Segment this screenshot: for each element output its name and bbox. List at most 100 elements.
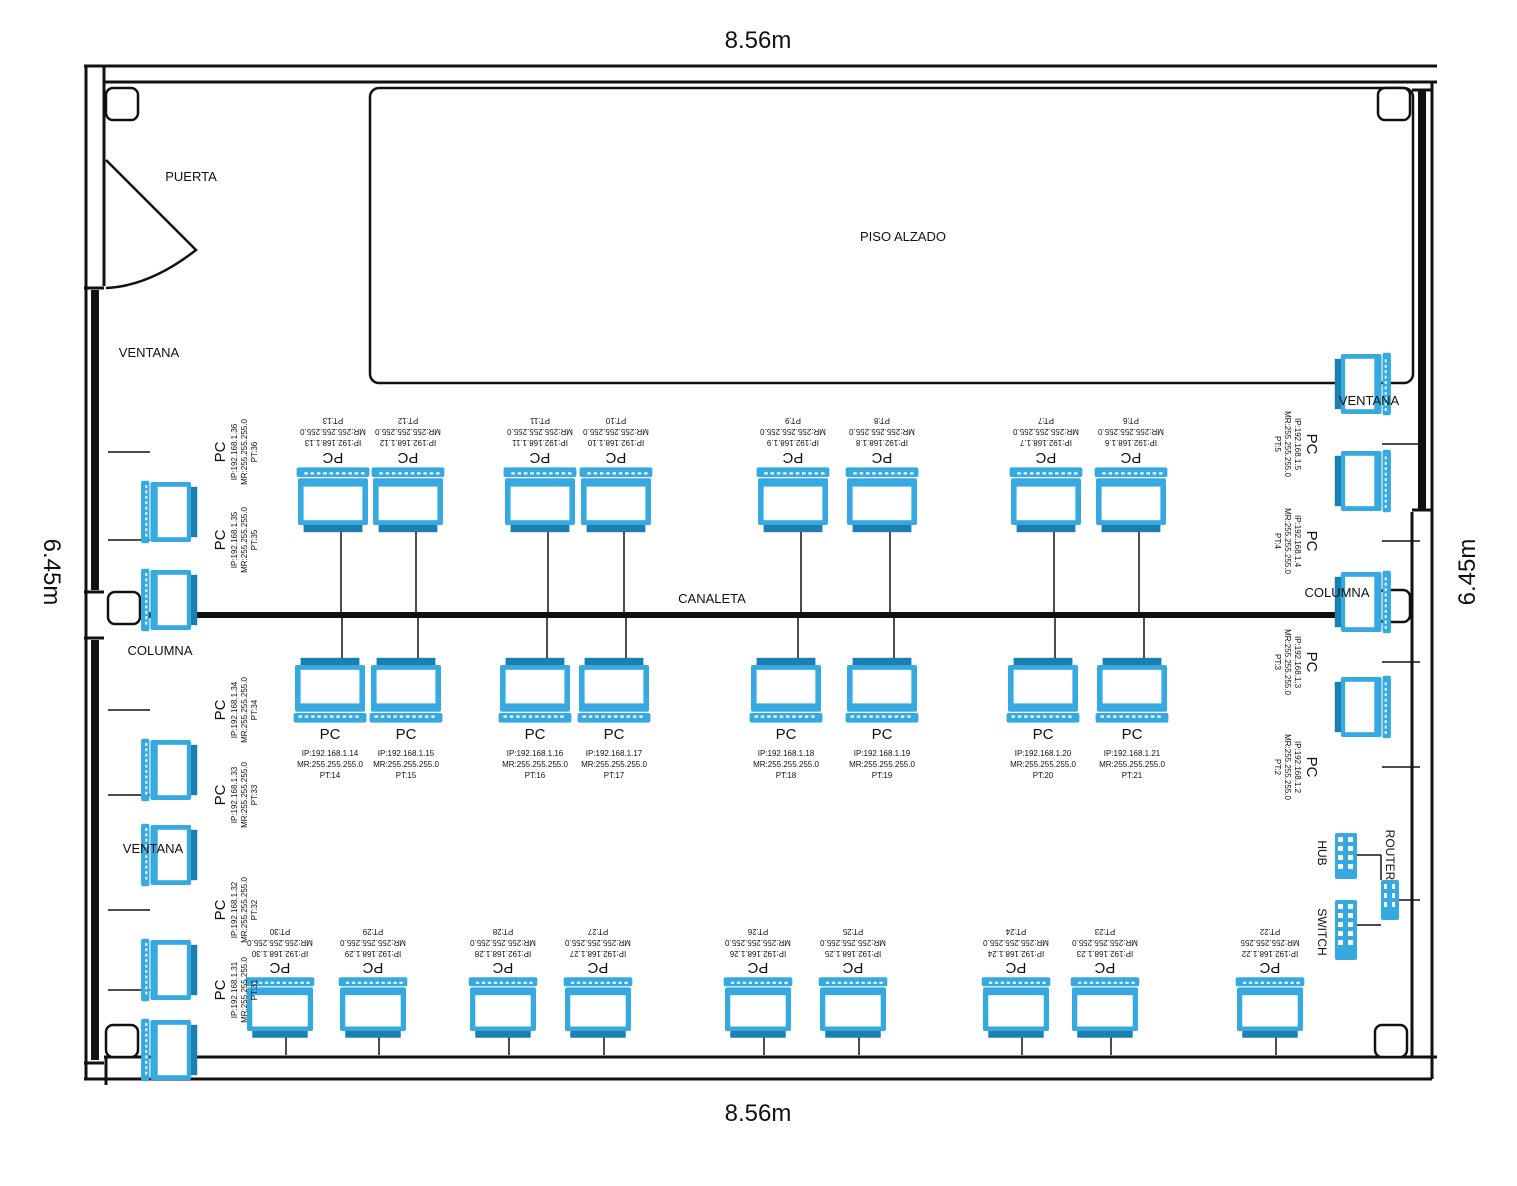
keyboard-key	[1029, 472, 1034, 475]
pc-screen	[1242, 995, 1298, 1027]
keyboard-key	[1296, 981, 1300, 984]
switch-device-port	[1338, 931, 1343, 936]
keyboard-key	[1106, 715, 1111, 718]
pc-keyboard	[1382, 675, 1391, 739]
keyboard-key	[145, 786, 148, 790]
keyboard-key	[1125, 981, 1129, 984]
keyboard-key	[593, 472, 598, 475]
switch-device-port	[1338, 913, 1343, 918]
pc-ip: IP:192.168.1.15	[378, 749, 435, 758]
keyboard-key	[606, 981, 610, 984]
pc-mask: MR:255.255.255.0	[849, 427, 915, 436]
pc-port: PT:2	[1273, 759, 1282, 776]
keyboard-key	[145, 775, 148, 779]
keyboard-key	[1254, 981, 1259, 984]
keyboard-key	[306, 981, 310, 984]
keyboard-key	[786, 715, 790, 718]
keyboard-key	[276, 981, 280, 984]
keyboard-key	[1108, 472, 1113, 475]
keyboard-key	[778, 981, 782, 984]
keyboard-key	[594, 981, 598, 984]
keyboard-key	[270, 981, 275, 984]
pc-mask: MR:255.255.255.0	[375, 427, 441, 436]
pc-screen	[1345, 358, 1375, 410]
pc-port: PT:4	[1273, 533, 1282, 550]
keyboard-key	[795, 472, 800, 475]
pc-label: PC	[212, 529, 229, 550]
keyboard-key	[555, 472, 559, 475]
keyboard-key	[988, 981, 993, 984]
keyboard-key	[825, 981, 830, 984]
keyboard-key	[145, 855, 148, 858]
window-left-bottom	[91, 640, 99, 1060]
switch-device-port	[1348, 913, 1353, 918]
keyboard-key	[1260, 981, 1265, 984]
pc-ip: IP:192.168.1.20	[1015, 749, 1072, 758]
pc-icon	[981, 977, 1051, 1038]
pc-port: PT:28	[492, 927, 513, 936]
pc-label: PC	[747, 959, 768, 976]
keyboard-key	[730, 981, 735, 984]
pc-tower	[1077, 1027, 1133, 1038]
keyboard-key	[1138, 715, 1142, 718]
pc-mask: MR:255.255.255.0	[1099, 760, 1165, 769]
pc-port: PT:8	[873, 416, 890, 425]
pc-mask: MR:255.255.255.0	[340, 938, 406, 947]
keyboard-key	[754, 715, 758, 718]
pc-tower	[300, 657, 360, 669]
keyboard-key	[282, 981, 286, 984]
keyboard-key	[760, 715, 765, 718]
pc-icon	[141, 738, 198, 802]
keyboard-key	[523, 981, 527, 984]
keyboard-key	[145, 753, 148, 757]
raised-floor-label: PISO ALZADO	[860, 229, 946, 244]
keyboard-key	[1036, 472, 1040, 475]
pc-port: PT:17	[604, 771, 625, 780]
keyboard-key	[145, 991, 148, 995]
router-device-port	[1384, 902, 1387, 907]
pc-mask: MR:255.255.255.0	[1283, 411, 1292, 477]
keyboard-key	[1042, 981, 1046, 984]
pc-tower	[852, 657, 912, 669]
switch-device-port	[1348, 931, 1353, 936]
keyboard-key	[1030, 981, 1034, 984]
keyboard-key	[1384, 408, 1387, 411]
pc-label: PC	[842, 959, 863, 976]
pc-screen	[510, 486, 570, 521]
pc-screen	[1345, 576, 1375, 628]
pc-label: PC	[322, 449, 343, 466]
pc-label: PC	[1303, 757, 1320, 778]
switch-device-port	[1348, 940, 1353, 945]
keyboard-key	[588, 715, 593, 718]
pc-workstations: PCIP:192.168.1.13MR:255.255.255.0PT:13PC…	[141, 352, 1391, 1082]
keyboard-key	[145, 578, 148, 582]
keyboard-key	[145, 759, 148, 763]
pc-screen	[378, 486, 438, 521]
pc-screen	[730, 995, 786, 1027]
keyboard-key	[1384, 698, 1387, 702]
pc-mask: MR:255.255.255.0	[1283, 629, 1292, 695]
column-6	[1373, 1023, 1409, 1059]
keyboard-key	[1119, 981, 1123, 984]
hub-device-port	[1348, 846, 1353, 851]
keyboard-key	[632, 715, 637, 718]
keyboard-key	[381, 981, 385, 984]
pc-ip: IP:192.168.1.9	[766, 438, 819, 447]
pc-icon	[338, 977, 408, 1038]
window-label-left-top: VENTANA	[119, 345, 180, 360]
router-device-port	[1392, 893, 1395, 898]
keyboard-key	[487, 981, 492, 984]
keyboard-key	[145, 573, 148, 576]
pc-screen	[376, 669, 436, 704]
keyboard-key	[145, 594, 148, 598]
keyboard-key	[1024, 715, 1028, 718]
keyboard-key	[348, 715, 353, 718]
keyboard-key	[1384, 620, 1387, 624]
column-2	[1376, 86, 1412, 122]
